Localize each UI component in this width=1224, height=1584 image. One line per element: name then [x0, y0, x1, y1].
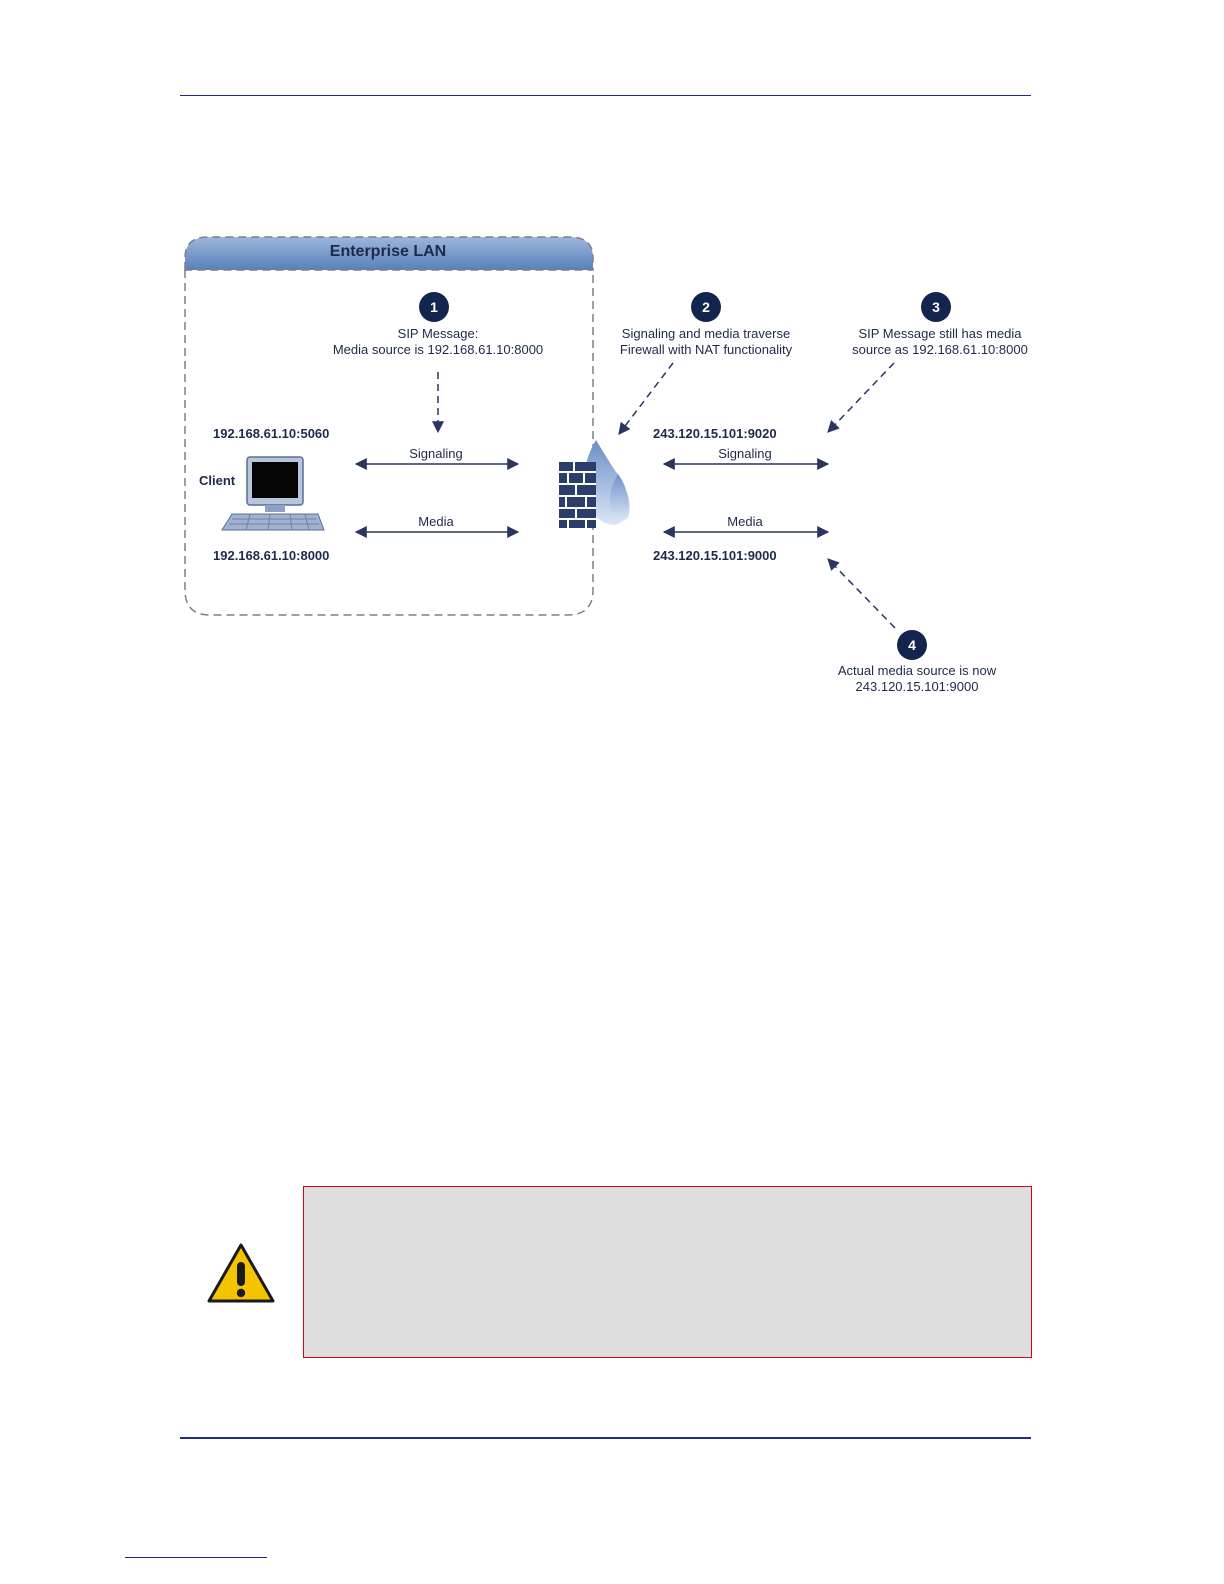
step3-caption-line1: SIP Message still has media	[858, 326, 1022, 341]
client-signaling-address: 192.168.61.10:5060	[213, 426, 330, 441]
left-media-label: Media	[418, 514, 454, 529]
footer-link-underline	[125, 1557, 267, 1558]
step3-callout-arrow	[827, 362, 895, 433]
diagram-graphics	[184, 236, 896, 629]
header-rule	[180, 95, 1031, 96]
lan-title: Enterprise LAN	[329, 243, 447, 260]
right-media-label: Media	[727, 514, 763, 529]
step2-callout-arrow	[618, 362, 674, 435]
step4-caption-line1: Actual media source is now	[837, 663, 997, 678]
client-label: Client	[199, 473, 236, 488]
nat-traversal-diagram: Enterprise LAN 1 2 3 4 SIP Message: Medi…	[0, 0, 1224, 720]
step4-badge: 4	[897, 630, 927, 660]
public-signaling-address: 243.120.15.101:9020	[653, 426, 777, 441]
step2-badge: 2	[691, 292, 721, 322]
public-media-address: 243.120.15.101:9000	[653, 548, 777, 563]
step4-callout-arrow	[827, 558, 896, 629]
step3-badge: 3	[921, 292, 951, 322]
footer-rule	[180, 1437, 1031, 1439]
firewall-icon	[559, 440, 630, 528]
left-signaling-label: Signaling	[409, 446, 463, 461]
step1-caption-line2: Media source is 192.168.61.10:8000	[332, 342, 544, 357]
computer-icon	[221, 456, 325, 531]
client-media-address: 192.168.61.10:8000	[213, 548, 330, 563]
step2-caption-line1: Signaling and media traverse	[621, 326, 791, 341]
step4-caption-line2: 243.120.15.101:9000	[855, 679, 979, 694]
warning-icon	[207, 1243, 275, 1303]
step3-caption-line2: source as 192.168.61.10:8000	[852, 342, 1028, 357]
enterprise-lan-box	[184, 236, 594, 616]
right-signaling-label: Signaling	[718, 446, 772, 461]
step2-caption-line2: Firewall with NAT functionality	[619, 342, 793, 357]
step1-caption-line1: SIP Message:	[397, 326, 479, 341]
note-box	[303, 1186, 1032, 1358]
step1-badge: 1	[419, 292, 449, 322]
